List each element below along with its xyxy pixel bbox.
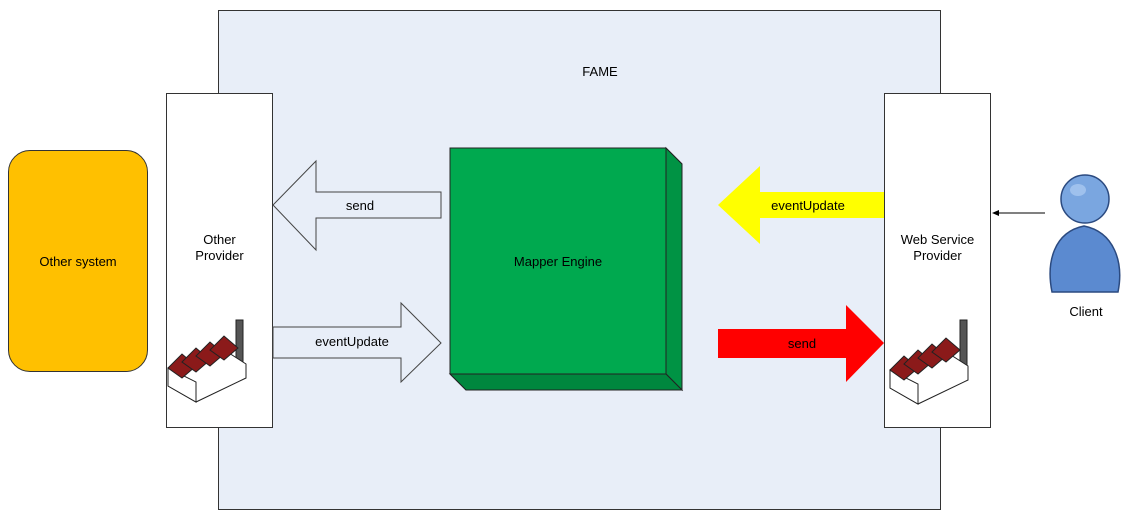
client-label: Client bbox=[1069, 304, 1103, 319]
web-service-provider-label-line2: Provider bbox=[913, 248, 962, 263]
left-event-update-label: eventUpdate bbox=[315, 334, 389, 349]
left-send-label: send bbox=[345, 198, 375, 213]
right-event-update-label: eventUpdate bbox=[771, 198, 845, 213]
web-service-provider-label-line1: Web Service bbox=[900, 232, 975, 247]
right-event-update-arrow bbox=[718, 166, 884, 244]
left-send-arrow bbox=[272, 159, 442, 252]
right-send-label: send bbox=[787, 336, 817, 351]
client-connector-arrow bbox=[992, 210, 1045, 216]
fame-label: FAME bbox=[582, 64, 618, 79]
client-person-icon bbox=[1049, 174, 1121, 293]
mapper-engine-box bbox=[448, 146, 684, 392]
factory-icon bbox=[167, 319, 247, 403]
factory-icon bbox=[889, 319, 969, 405]
other-system-box bbox=[8, 150, 148, 372]
other-provider-label-line2: Provider bbox=[195, 248, 244, 263]
other-provider-label-line1: Other bbox=[203, 232, 236, 247]
mapper-engine-label: Mapper Engine bbox=[513, 254, 603, 269]
left-event-update-arrow bbox=[272, 301, 442, 384]
right-send-arrow bbox=[718, 305, 884, 382]
other-system-label: Other system bbox=[39, 254, 117, 269]
